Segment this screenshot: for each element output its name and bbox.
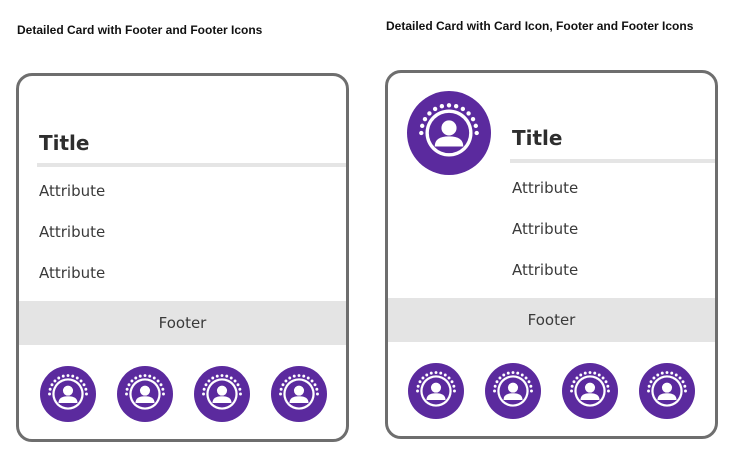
card-attribute-2: Attribute bbox=[512, 220, 579, 238]
card-attribute-1: Attribute bbox=[512, 179, 579, 197]
user-badge-icon[interactable] bbox=[485, 363, 541, 419]
card-title: Title bbox=[39, 131, 90, 155]
title-divider bbox=[37, 163, 346, 167]
user-badge-icon[interactable] bbox=[408, 363, 464, 419]
card-attribute-1: Attribute bbox=[39, 182, 106, 200]
user-badge-icon[interactable] bbox=[562, 363, 618, 419]
card-footer[interactable]: Footer bbox=[388, 298, 715, 342]
card-attribute-3: Attribute bbox=[39, 264, 106, 282]
card-attribute-3: Attribute bbox=[512, 261, 579, 279]
card-footer[interactable]: Footer bbox=[19, 301, 346, 345]
card-user-badge-icon bbox=[407, 91, 491, 175]
left-card-heading: Detailed Card with Footer and Footer Ico… bbox=[17, 23, 263, 37]
title-divider bbox=[510, 159, 715, 163]
right-card-heading: Detailed Card with Card Icon, Footer and… bbox=[386, 19, 694, 33]
user-badge-icon[interactable] bbox=[639, 363, 695, 419]
user-badge-icon[interactable] bbox=[117, 366, 173, 422]
user-badge-icon[interactable] bbox=[194, 366, 250, 422]
left-detailed-card[interactable]: Title Attribute Attribute Attribute Foot… bbox=[16, 73, 349, 442]
right-detailed-card[interactable]: Title Attribute Attribute Attribute Foot… bbox=[385, 70, 718, 439]
user-badge-icon[interactable] bbox=[40, 366, 96, 422]
card-title: Title bbox=[512, 126, 563, 150]
card-attribute-2: Attribute bbox=[39, 223, 106, 241]
user-badge-icon[interactable] bbox=[271, 366, 327, 422]
